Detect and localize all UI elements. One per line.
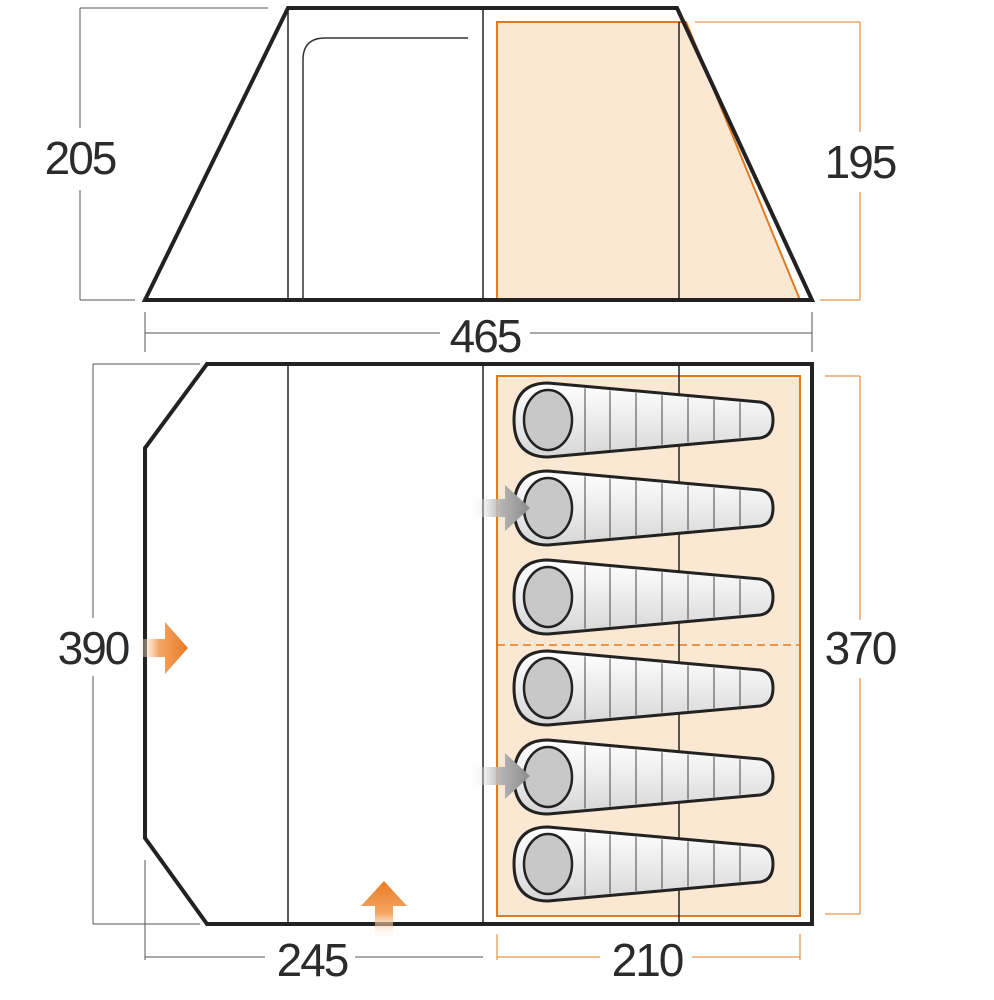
front-entrance-arrow-icon	[361, 881, 407, 940]
width-bedroom-label: 370	[825, 622, 896, 674]
floor-outline	[143, 362, 814, 926]
sleeping-bag-icon	[512, 469, 775, 547]
tent-elevation-outline	[141, 6, 816, 302]
length-dimension: 465	[144, 310, 813, 362]
side-entrance-arrow-icon	[135, 622, 188, 674]
window	[302, 37, 468, 300]
inner-tent-elevation-outline	[496, 21, 801, 301]
sleeping-bag-icon	[512, 381, 775, 459]
bedroom-door-arrow-icon	[470, 485, 530, 531]
bedroom-elevation-fill	[497, 22, 679, 301]
sleeping-bag-icon	[512, 738, 775, 816]
length-living-label: 245	[277, 934, 348, 986]
height-bedroom-label: 195	[825, 136, 896, 188]
sleeping-bag-icon	[512, 825, 775, 903]
bedroom-door-arrow-icon	[470, 753, 530, 799]
sleeping-bag-icon	[512, 649, 775, 727]
floor-plan: 390 370 245 210	[58, 362, 898, 986]
side-elevation: 205 195	[45, 6, 898, 302]
length-bedroom-label: 210	[612, 934, 683, 986]
height-total-label: 205	[45, 132, 116, 184]
bedroom-floor-outline	[496, 375, 801, 917]
length-total-label: 465	[450, 310, 521, 362]
sleeping-bag-icon	[512, 558, 775, 636]
width-total-label: 390	[58, 622, 129, 674]
bedroom-elevation-slope-fill	[679, 22, 800, 299]
sleeping-bags	[512, 381, 775, 903]
